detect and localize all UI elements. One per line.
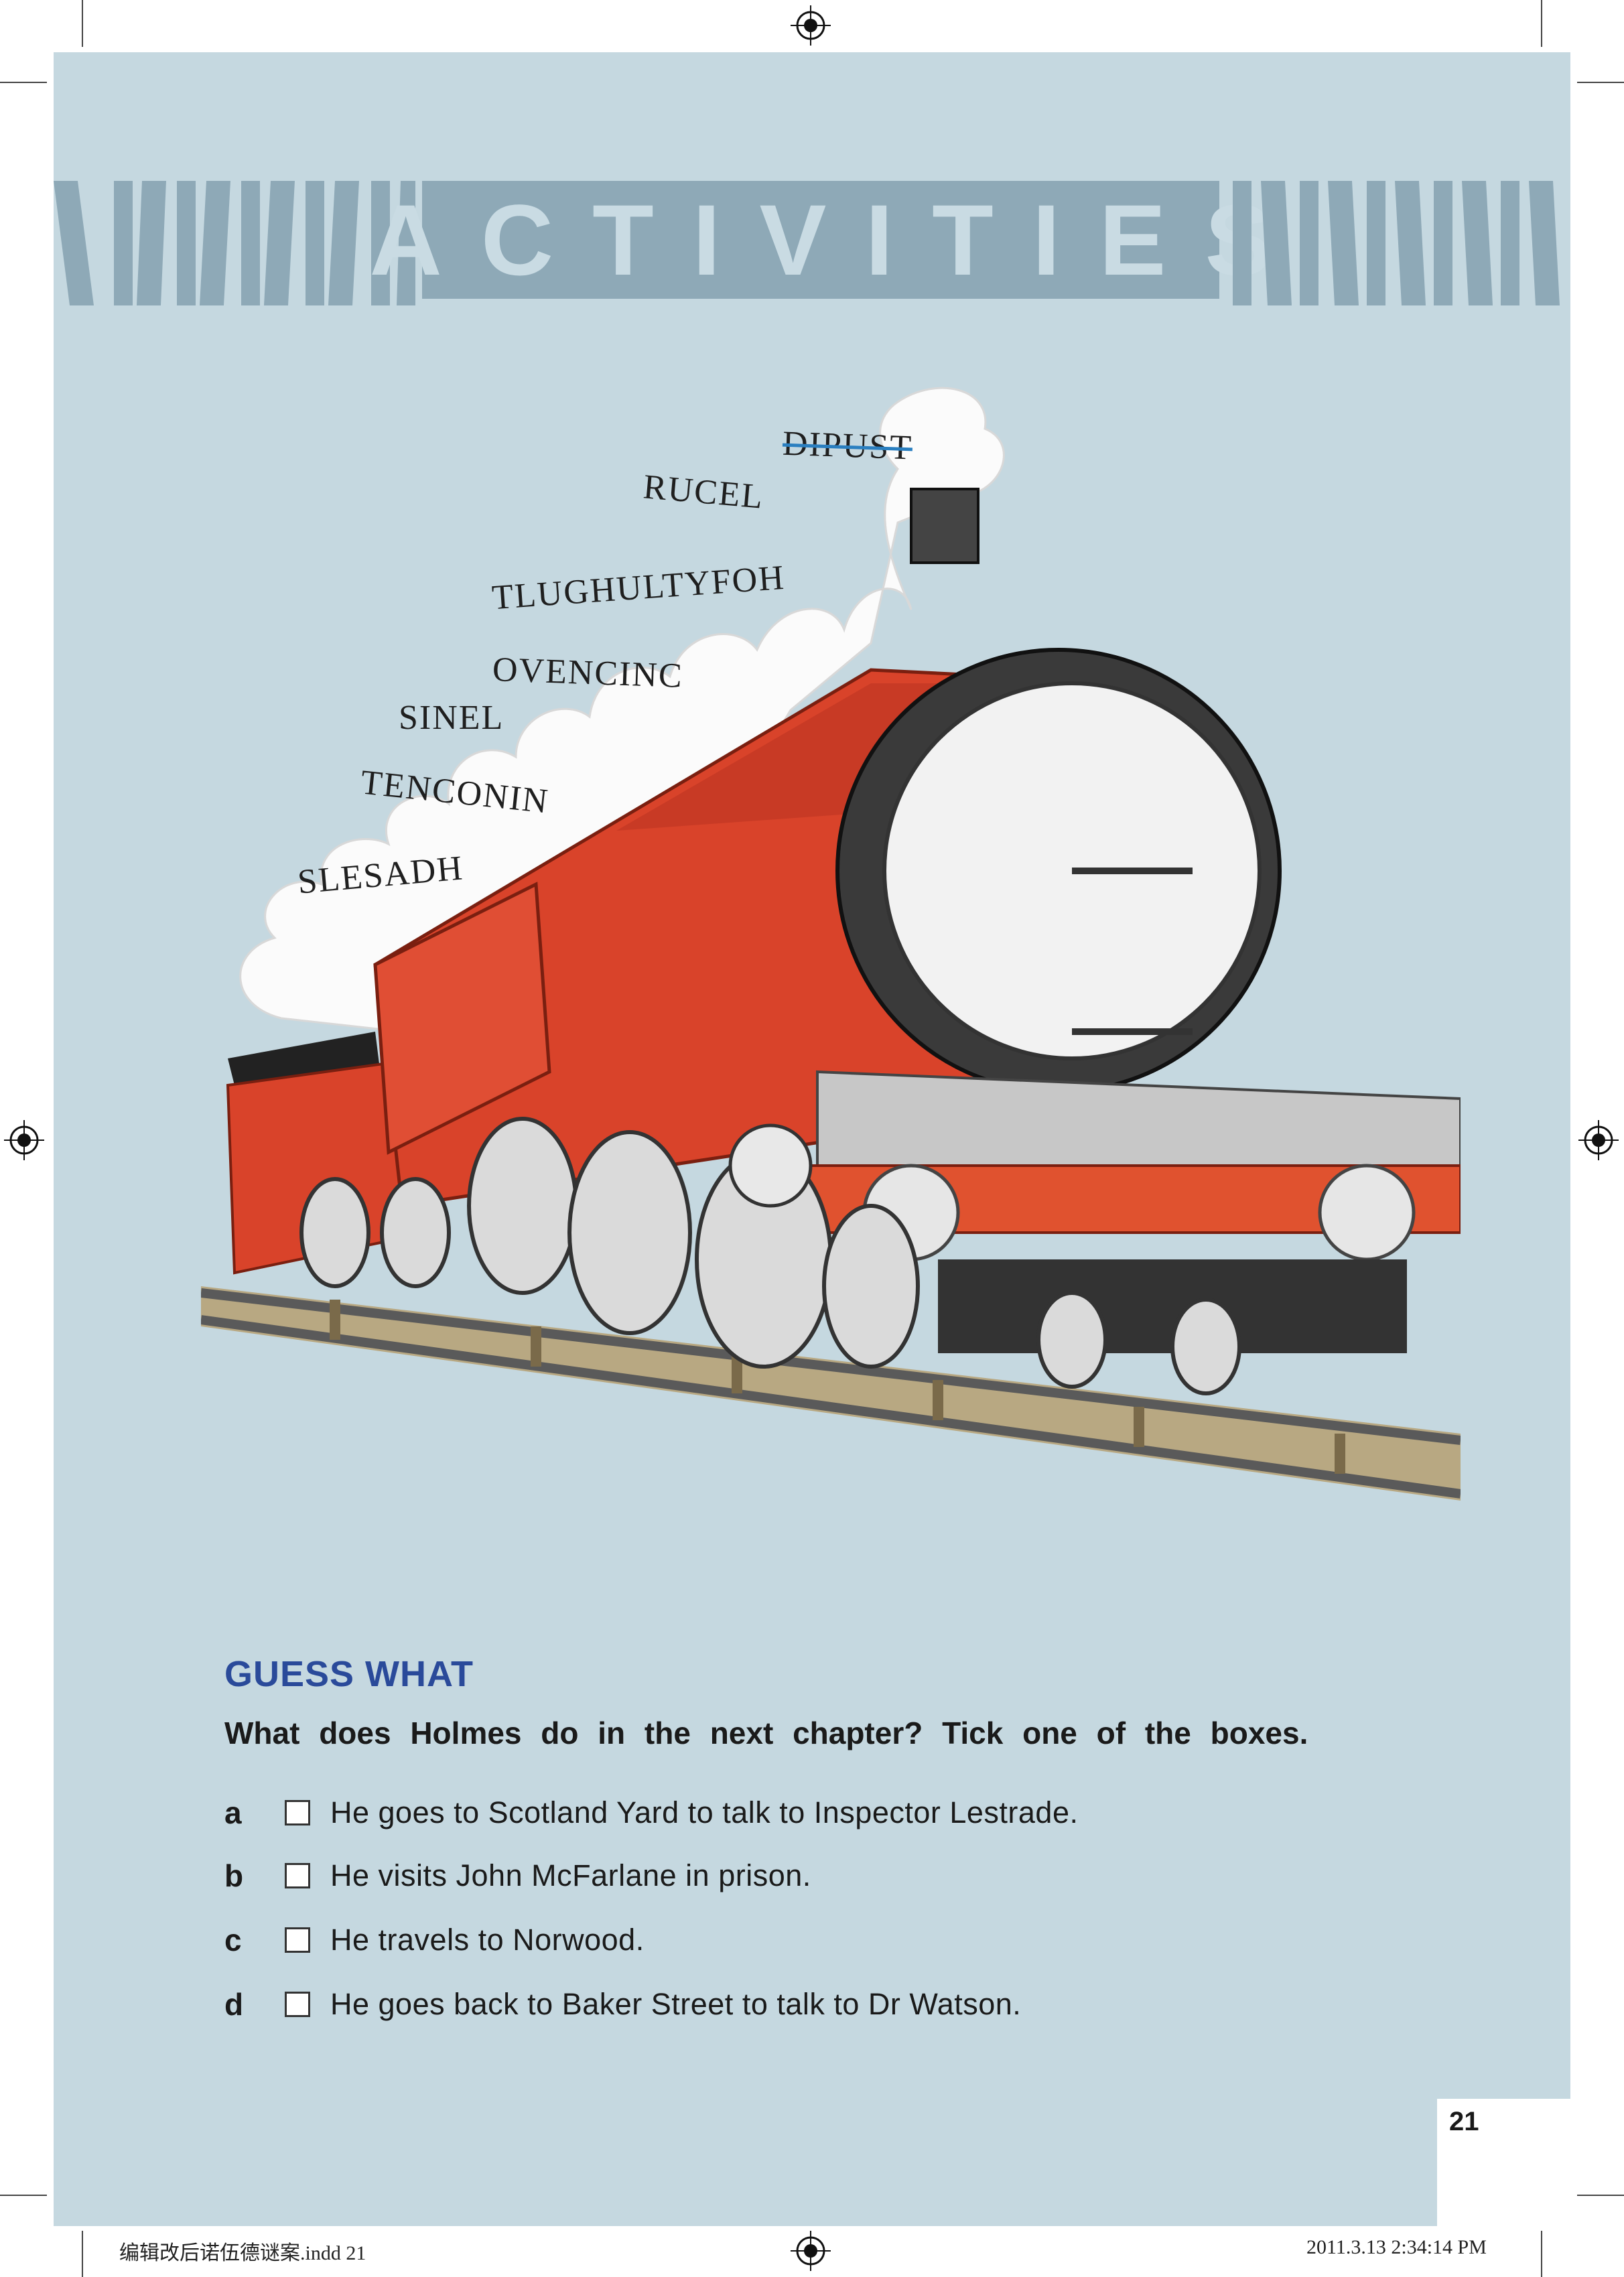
tick-box[interactable] bbox=[285, 1800, 310, 1825]
steam-cloud bbox=[239, 387, 1005, 1033]
page-number-box bbox=[1437, 2099, 1624, 2277]
option-letter: c bbox=[224, 1923, 242, 1957]
wheels bbox=[299, 1117, 1241, 1395]
crop-mark bbox=[1577, 82, 1624, 83]
crop-mark bbox=[1577, 2195, 1624, 2196]
option-row: c He travels to Norwood. bbox=[224, 1920, 645, 1960]
side-lamp bbox=[728, 1123, 813, 1208]
registration-mark-icon bbox=[791, 2231, 831, 2271]
anagram-word: OVENCINC bbox=[492, 650, 684, 695]
option-letter: d bbox=[224, 1987, 244, 2022]
option-row: d He goes back to Baker Street to talk t… bbox=[224, 1984, 1021, 2024]
registration-mark-icon bbox=[791, 5, 831, 46]
header-stripes-right bbox=[1233, 181, 1560, 305]
train-illustration bbox=[201, 387, 1461, 1501]
anagram-word: SINEL bbox=[399, 699, 504, 737]
option-letter: a bbox=[224, 1795, 242, 1830]
tick-box[interactable] bbox=[285, 1863, 310, 1888]
crop-mark bbox=[1541, 0, 1542, 47]
coal-tender bbox=[226, 1032, 431, 1275]
instruction-text: What does Holmes do in the next chapter?… bbox=[224, 1716, 1308, 1750]
crop-mark bbox=[82, 2231, 83, 2277]
tick-box[interactable] bbox=[285, 1927, 310, 1953]
header-title-band bbox=[422, 181, 1219, 299]
option-text: He visits John McFarlane in prison. bbox=[330, 1858, 811, 1892]
crop-mark bbox=[82, 0, 83, 47]
crop-mark bbox=[0, 82, 47, 83]
page-title: ACTIVITIES bbox=[369, 183, 1311, 296]
page-number: 21 bbox=[1449, 2107, 1479, 2136]
option-letter: b bbox=[224, 1858, 244, 1893]
section-heading: GUESS WHAT bbox=[224, 1654, 474, 1694]
option-row: b He visits John McFarlane in prison. bbox=[224, 1856, 811, 1896]
option-text: He travels to Norwood. bbox=[330, 1923, 645, 1957]
option-text: He goes to Scotland Yard to talk to Insp… bbox=[330, 1795, 1079, 1830]
slug-filename: 编辑改后诺伍德谜案.indd 21 bbox=[119, 2242, 366, 2264]
registration-mark-icon bbox=[4, 1120, 44, 1160]
option-row: a He goes to Scotland Yard to talk to In… bbox=[224, 1793, 1079, 1833]
header-stripes-left bbox=[54, 181, 415, 305]
smokebox bbox=[835, 488, 1282, 1094]
anagram-word: DIPUST bbox=[782, 424, 913, 468]
registration-mark-icon bbox=[1578, 1120, 1619, 1160]
option-text: He goes back to Baker Street to talk to … bbox=[330, 1987, 1022, 2021]
slug-timestamp: 2011.3.13 2:34:14 PM bbox=[1306, 2236, 1487, 2258]
railway-track bbox=[201, 1286, 1461, 1501]
crop-mark bbox=[0, 2195, 47, 2196]
tick-box[interactable] bbox=[285, 1992, 310, 2017]
buffer-beam bbox=[803, 1070, 1461, 1353]
crop-mark bbox=[1541, 2231, 1542, 2277]
